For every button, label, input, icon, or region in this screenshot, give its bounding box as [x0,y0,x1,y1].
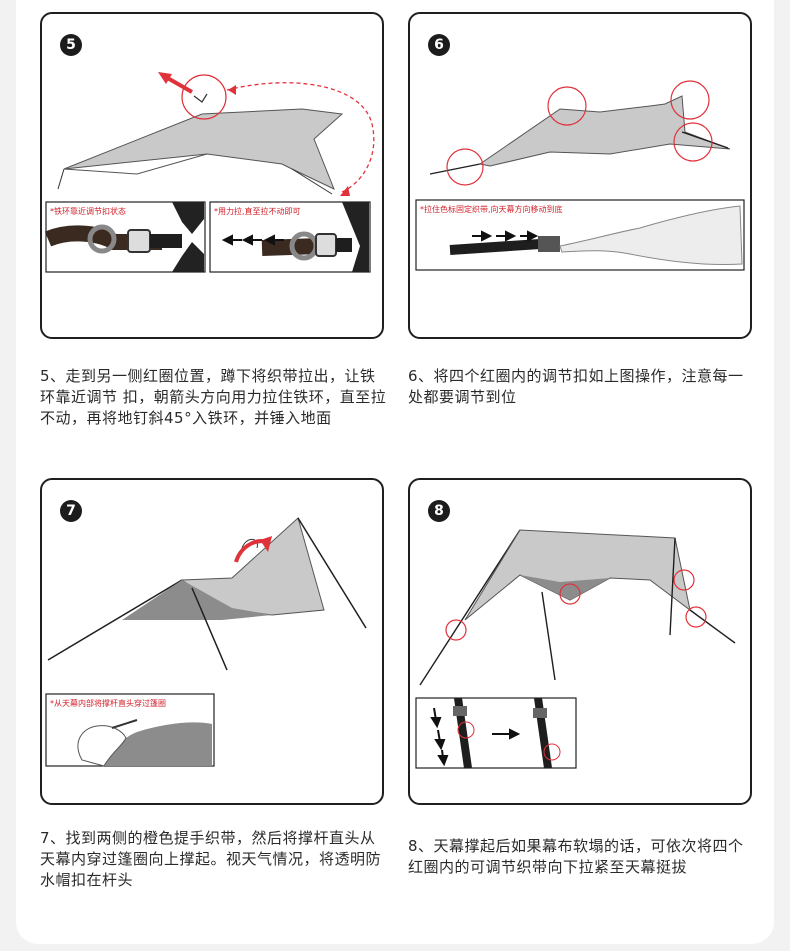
step-number-badge: 8 [428,500,450,522]
inset-note: *从天幕内部将撑杆直头穿过篷圈 [50,699,166,708]
step-6-caption: 6、将四个红圈内的调节扣如上图操作，注意每一处都要调节到位 [408,367,744,406]
step-5-panel: 5 *铁环靠近调节扣状态 *用力拉,直至拉不动即可 [40,12,384,339]
step-7-illustration [45,517,367,767]
step-6-illustration [415,80,745,271]
step-6-panel: 6 *拉住色标固定织带,向天幕方向移动到底 [408,12,752,339]
step-5-illustration [44,72,375,273]
step-number-badge: 7 [60,500,82,522]
instruction-page: 5 *铁环靠近调节扣状态 *用力拉,直至拉不动即可 6 *拉住色标固定织带,向天… [16,0,774,944]
step-number-badge: 6 [428,34,450,56]
inset-note: *拉住色标固定织带,向天幕方向移动到底 [420,205,563,214]
inset-note: *用力拉,直至拉不动即可 [214,207,301,216]
step-5-caption: 5、走到另一侧红圈位置，蹲下将织带拉出，让铁环靠近调节 扣，朝箭头方向用力拉住铁… [40,367,387,427]
step-8-illustration [415,529,736,769]
step-8-panel: 8 [408,478,752,805]
step-8-caption: 8、天幕撑起后如果幕布软塌的话，可依次将四个红圈内的可调节织带向下拉紧至天幕挺拔 [408,837,744,876]
step-7-caption: 7、找到两侧的橙色提手织带，然后将撑杆直头从天幕内穿过篷圈向上撑起。视天气情况，… [40,829,382,889]
step-7-panel: 7 *从天幕内部将撑杆直头穿过篷圈 [40,478,384,805]
inset-note: *铁环靠近调节扣状态 [50,207,126,216]
step-number-badge: 5 [60,34,82,56]
